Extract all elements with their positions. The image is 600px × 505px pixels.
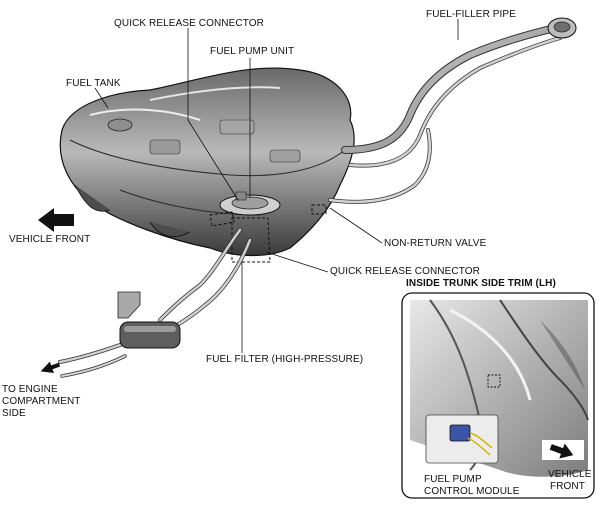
label-fuel-filler-pipe: FUEL-FILLER PIPE (426, 9, 516, 20)
fuel-filter (117, 291, 181, 349)
fuel-tank (59, 67, 355, 257)
label-non-return-valve: NON-RETURN VALVE (384, 238, 487, 249)
inset-vehicle-front-line2: FRONT (550, 481, 585, 492)
inset-vehicle-front-arrow-icon (542, 440, 584, 460)
label-fuel-tank: FUEL TANK (66, 78, 121, 89)
connector-callouts (209, 204, 327, 263)
fuel-lines (58, 228, 252, 378)
inset-module-line1: FUEL PUMP (424, 474, 482, 485)
label-fuel-pump-unit: FUEL PUMP UNIT (210, 46, 295, 57)
label-quick-release-connector-top: QUICK RELEASE CONNECTOR (114, 18, 264, 29)
filler-neck-cap (547, 17, 577, 39)
label-to-engine-line1: TO ENGINE (2, 384, 58, 395)
label-fuel-filter: FUEL FILTER (HIGH-PRESSURE) (206, 354, 364, 365)
inset-module-line2: CONTROL MODULE (424, 486, 520, 497)
inset-title: INSIDE TRUNK SIDE TRIM (LH) (406, 278, 556, 289)
inset-vehicle-front-line1: VEHICLE (548, 469, 592, 480)
label-to-engine-line3: SIDE (2, 408, 26, 419)
label-vehicle-front: VEHICLE FRONT (9, 234, 91, 245)
leader-lines (94, 19, 459, 353)
vehicle-front-arrow-icon (38, 208, 74, 232)
inset-panel (401, 292, 595, 499)
fuel-pump-unit (219, 191, 281, 216)
label-to-engine-line2: COMPARTMENT (2, 396, 81, 407)
fuel-filler-pipe (328, 24, 562, 204)
engine-direction-arrow-icon (40, 361, 61, 373)
label-quick-release-connector-bottom: QUICK RELEASE CONNECTOR (330, 266, 480, 277)
